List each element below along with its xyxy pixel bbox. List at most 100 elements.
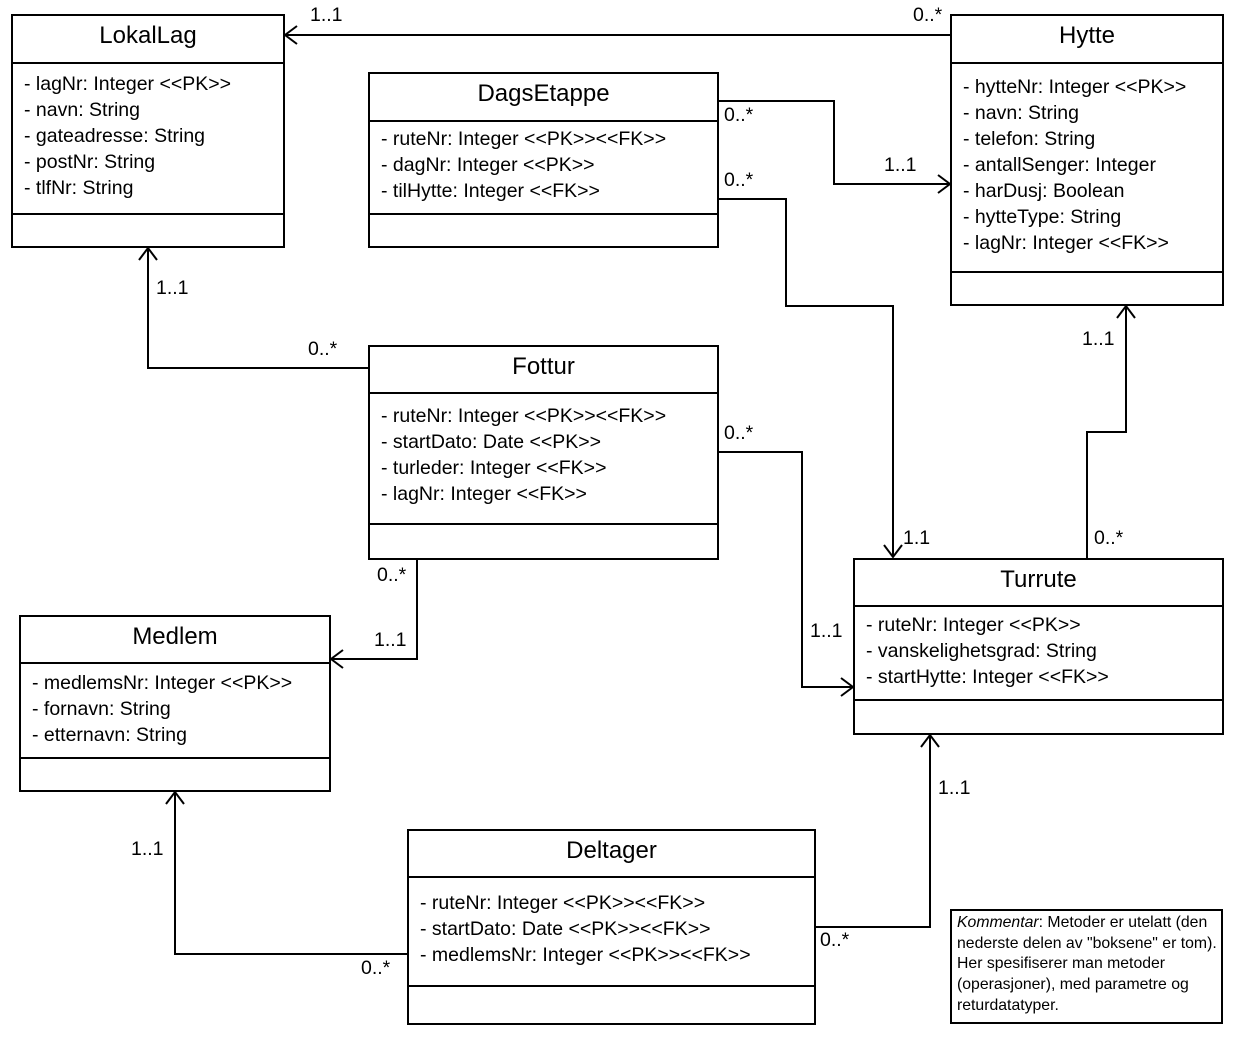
arrowhead-turrute-bottom: [920, 733, 940, 748]
divider: [21, 757, 329, 759]
attribute: - turleder: Integer <<FK>>: [381, 457, 607, 479]
class-name-turrute: Turrute: [1000, 566, 1077, 593]
attribute: - lagNr: Integer <<PK>>: [24, 73, 232, 95]
attribute: - hytteType: String: [963, 206, 1122, 228]
multiplicity-label: 1..1: [156, 277, 189, 299]
attribute-list: - ruteNr: Integer <<PK>><<FK>> - dagNr: …: [381, 126, 713, 204]
divider: [21, 662, 329, 664]
multiplicity-label: 0..*: [1094, 527, 1124, 549]
attribute: - ruteNr: Integer <<PK>>: [866, 614, 1081, 636]
assoc-dagsetappe-turrute: [718, 198, 894, 557]
attribute-list: - ruteNr: Integer <<PK>> - vanskelighets…: [866, 612, 1218, 690]
divider: [409, 876, 814, 878]
attribute: - fornavn: String: [32, 698, 171, 720]
assoc-turrute-hytte: [1086, 306, 1127, 558]
divider: [370, 120, 717, 122]
assoc-fottur-lokallag: [147, 248, 369, 369]
divider: [409, 985, 814, 987]
arrowhead-turrute-top: [883, 544, 903, 559]
arrowhead-medlem-right: [329, 649, 344, 669]
attribute: - startDato: Date <<PK>><<FK>>: [420, 918, 711, 940]
assoc-dagsetappe-hytte: [718, 100, 950, 185]
multiplicity-label: 1..1: [810, 620, 843, 642]
divider: [13, 213, 283, 215]
assoc-deltager-medlem: [174, 792, 407, 955]
comment-label: Kommentar: [957, 914, 1039, 931]
attribute: - navn: String: [24, 99, 140, 121]
divider: [370, 523, 717, 525]
class-medlem[interactable]: Medlem - medlemsNr: Integer <<PK>> - for…: [19, 615, 331, 792]
divider: [370, 213, 717, 215]
multiplicity-label: 1.1: [903, 527, 931, 549]
divider: [13, 62, 283, 64]
arrowhead-hytte-bottom: [1116, 304, 1136, 319]
multiplicity-label: 1..1: [310, 4, 343, 26]
attribute: - tlfNr: String: [24, 177, 134, 199]
class-name-deltager: Deltager: [566, 837, 657, 864]
multiplicity-label: 1..1: [131, 838, 164, 860]
class-deltager[interactable]: Deltager - ruteNr: Integer <<PK>><<FK>> …: [407, 829, 816, 1025]
attribute: - startHytte: Integer <<FK>>: [866, 666, 1109, 688]
class-turrute[interactable]: Turrute - ruteNr: Integer <<PK>> - vansk…: [853, 558, 1224, 735]
attribute: - medlemsNr: Integer <<PK>>: [32, 672, 293, 694]
multiplicity-label: 0..*: [913, 4, 943, 26]
arrowhead-lokallag-right: [283, 25, 298, 45]
comment-text: : Metoder er utelatt (den nederste delen…: [957, 914, 1217, 1014]
class-name-fottur: Fottur: [512, 353, 575, 380]
divider: [952, 62, 1222, 64]
attribute: - ruteNr: Integer <<PK>><<FK>>: [420, 892, 706, 914]
divider: [855, 605, 1222, 607]
multiplicity-label: 0..*: [308, 338, 338, 360]
attribute-list: - hytteNr: Integer <<PK>> - navn: String…: [963, 74, 1218, 256]
multiplicity-label: 0..*: [724, 169, 754, 191]
class-name-medlem: Medlem: [132, 623, 218, 650]
class-name-hytte: Hytte: [1058, 22, 1115, 49]
attribute: - dagNr: Integer <<PK>>: [381, 154, 595, 176]
divider: [855, 699, 1222, 701]
multiplicity-label: 1..1: [884, 154, 917, 176]
attribute: - hytteNr: Integer <<PK>>: [963, 76, 1187, 98]
attribute-list: - ruteNr: Integer <<PK>><<FK>> - startDa…: [420, 890, 810, 968]
multiplicity-label: 0..*: [724, 104, 754, 126]
multiplicity-label: 1..1: [374, 629, 407, 651]
class-name-dagsetappe: DagsEtappe: [477, 80, 610, 107]
multiplicity-label: 0..*: [724, 422, 754, 444]
comment-note: Kommentar: Metoder er utelatt (den neder…: [950, 909, 1223, 1024]
divider: [952, 271, 1222, 273]
attribute: - startDato: Date <<PK>>: [381, 431, 602, 453]
arrowhead-medlem-bottom: [165, 790, 185, 805]
class-fottur[interactable]: Fottur - ruteNr: Integer <<PK>><<FK>> - …: [368, 345, 719, 560]
multiplicity-label: 0..*: [820, 929, 850, 951]
attribute: - etternavn: String: [32, 724, 187, 746]
multiplicity-label: 0..*: [361, 957, 391, 979]
attribute: - navn: String: [963, 102, 1079, 124]
arrowhead-lokallag-bottom: [138, 246, 158, 261]
class-dagsetappe[interactable]: DagsEtappe - ruteNr: Integer <<PK>><<FK>…: [368, 72, 719, 248]
assoc-fottur-turrute: [718, 451, 853, 688]
attribute: - ruteNr: Integer <<PK>><<FK>>: [381, 405, 667, 427]
attribute: - lagNr: Integer <<FK>>: [963, 232, 1169, 254]
class-lokallag[interactable]: LokalLag - lagNr: Integer <<PK>> - navn:…: [11, 14, 285, 248]
attribute-list: - lagNr: Integer <<PK>> - navn: String -…: [24, 71, 279, 201]
multiplicity-label: 1..1: [938, 777, 971, 799]
multiplicity-label: 1..1: [1082, 328, 1115, 350]
attribute: - vanskelighetsgrad: String: [866, 640, 1097, 662]
attribute: - gateadresse: String: [24, 125, 206, 147]
multiplicity-label: 0..*: [377, 564, 407, 586]
attribute: - lagNr: Integer <<FK>>: [381, 483, 587, 505]
assoc-fottur-medlem: [331, 558, 505, 660]
assoc-deltager-turrute: [815, 735, 931, 928]
attribute-list: - ruteNr: Integer <<PK>><<FK>> - startDa…: [381, 403, 713, 507]
attribute-list: - medlemsNr: Integer <<PK>> - fornavn: S…: [32, 670, 325, 748]
attribute: - telefon: String: [963, 128, 1096, 150]
attribute: - tilHytte: Integer <<FK>>: [381, 180, 600, 202]
attribute: - medlemsNr: Integer <<PK>><<FK>>: [420, 944, 751, 966]
attribute: - harDusj: Boolean: [963, 180, 1125, 202]
class-name-lokallag: LokalLag: [99, 22, 197, 49]
class-hytte[interactable]: Hytte - hytteNr: Integer <<PK>> - navn: …: [950, 14, 1224, 306]
divider: [370, 392, 717, 394]
attribute: - antallSenger: Integer: [963, 154, 1156, 176]
attribute: - postNr: String: [24, 151, 156, 173]
attribute: - ruteNr: Integer <<PK>><<FK>>: [381, 128, 667, 150]
